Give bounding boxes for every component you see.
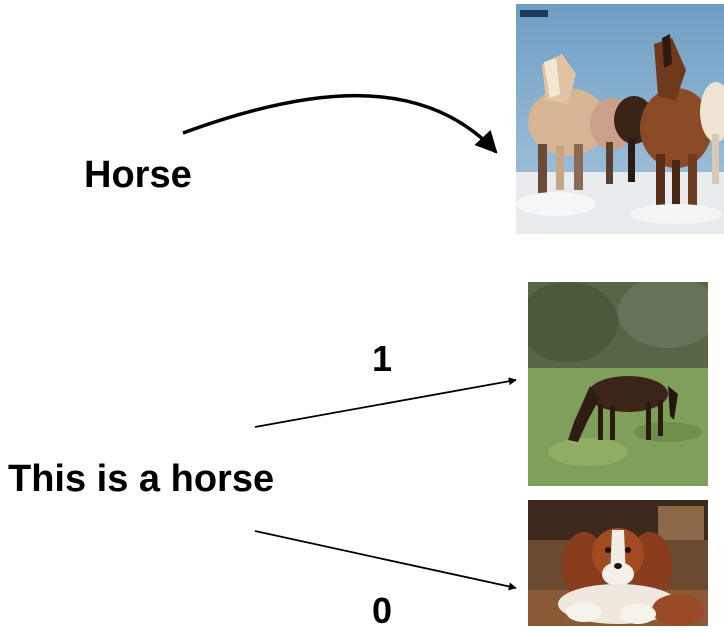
word-to-image-arrow [182, 93, 498, 154]
spaniel-dog-image [528, 500, 708, 626]
positive-pair-arrow [254, 377, 517, 428]
herd-of-horses-image [516, 4, 724, 234]
sentence-label: This is a horse [8, 458, 275, 500]
grazing-horse-image [528, 282, 708, 486]
negative-score-label: 0 [372, 590, 393, 631]
positive-score-label: 1 [372, 338, 393, 379]
word-label: Horse [84, 154, 192, 196]
negative-pair-arrow [254, 530, 517, 591]
